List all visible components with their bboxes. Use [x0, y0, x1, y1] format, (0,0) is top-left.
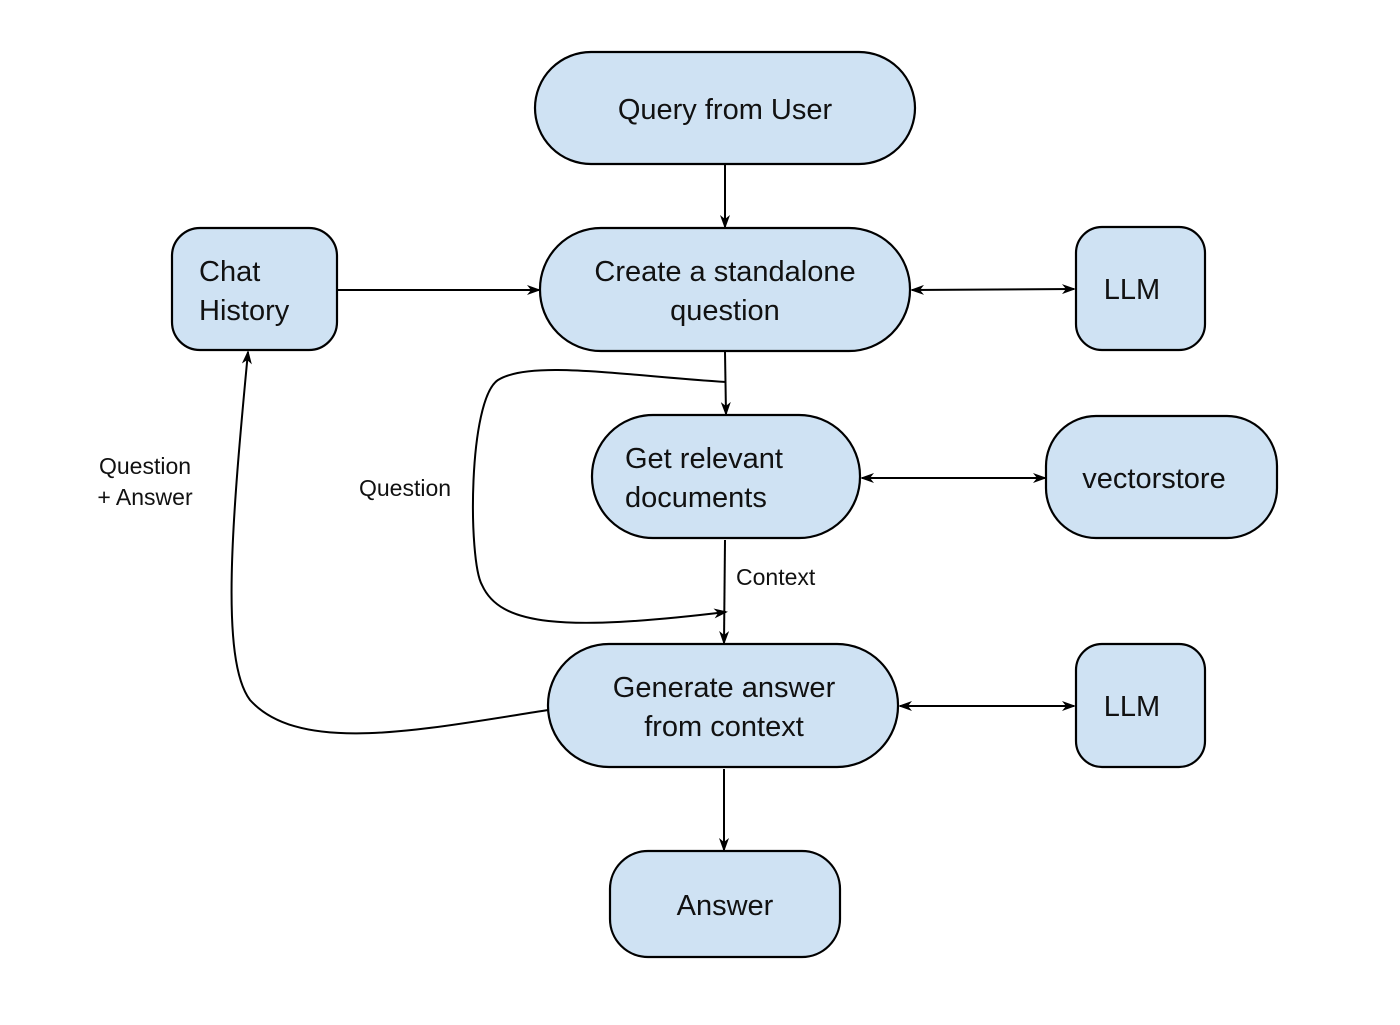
node-create-standalone-question: Create a standalone question — [538, 226, 912, 353]
node-generate-label-line2: from context — [644, 711, 804, 743]
node-get-docs-shape — [590, 413, 862, 540]
node-generate-label-line1: Generate answer — [613, 672, 836, 704]
node-chat-history-shape — [170, 226, 339, 352]
edge-question-curve — [471, 368, 728, 624]
node-get-docs-label-line2: documents — [625, 482, 767, 514]
edge-label-question: Question — [359, 475, 451, 501]
edge-label-context: Context — [736, 564, 816, 590]
edge-label-question-answer-line2: + Answer — [97, 484, 193, 510]
node-standalone-shape — [538, 226, 912, 353]
node-llm-bottom-shape — [1074, 642, 1207, 769]
node-llm-top-label: LLM — [1104, 274, 1160, 306]
node-vectorstore: vectorstore — [1044, 414, 1279, 540]
node-vectorstore-label: vectorstore — [1082, 463, 1225, 495]
node-query-from-user: Query from User — [533, 50, 917, 166]
node-answer-shape — [608, 849, 842, 959]
node-answer-label: Answer — [677, 890, 774, 922]
node-get-docs-label-line1: Get relevant — [625, 443, 783, 475]
node-standalone-label-line2: question — [670, 295, 780, 327]
node-generate-answer: Generate answer from context — [546, 642, 900, 769]
node-generate-shape — [546, 642, 900, 769]
edges — [230, 164, 1076, 852]
edge-label-question-answer-line1: Question — [99, 453, 191, 479]
node-llm-top: LLM — [1074, 225, 1207, 352]
edge-labels: Question + Answer Question Context — [97, 453, 815, 590]
node-chat-history: Chat History — [170, 226, 339, 352]
edge-docs-to-generate — [719, 539, 730, 645]
node-llm-top-shape — [1074, 225, 1207, 352]
node-answer: Answer — [608, 849, 842, 959]
node-query-shape — [533, 50, 917, 166]
node-chat-history-label-line2: History — [199, 295, 290, 327]
node-chat-history-label-line1: Chat — [199, 256, 260, 288]
node-vectorstore-shape — [1044, 414, 1279, 540]
edge-generate-to-history — [230, 350, 549, 735]
edge-standalone-to-docs — [720, 351, 731, 416]
node-standalone-label-line1: Create a standalone — [594, 256, 855, 288]
node-llm-bottom: LLM — [1074, 642, 1207, 769]
edge-standalone-llm — [910, 284, 1076, 295]
node-get-relevant-documents: Get relevant documents — [590, 413, 862, 540]
node-query-label: Query from User — [618, 94, 833, 126]
node-llm-bottom-label: LLM — [1104, 691, 1160, 723]
